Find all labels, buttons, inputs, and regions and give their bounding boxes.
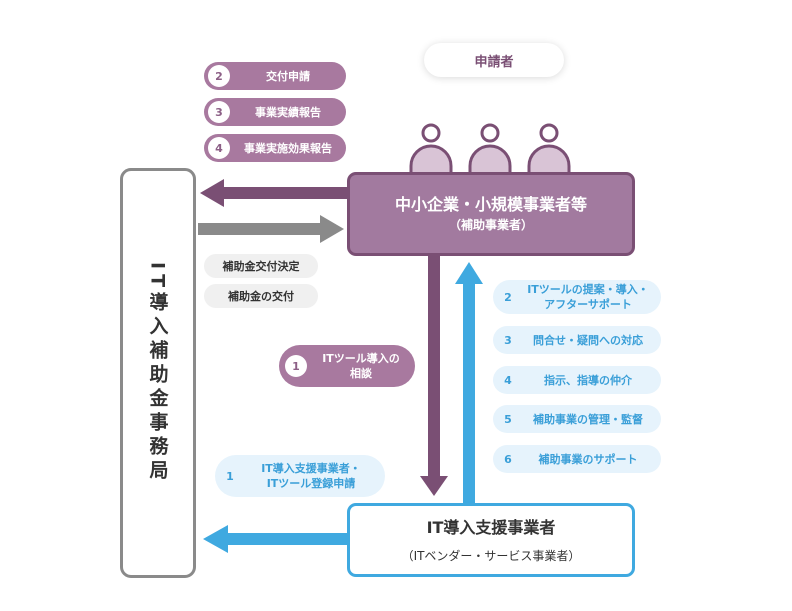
it-vendor-box: IT導入支援事業者 （ITベンダー・サービス事業者） bbox=[347, 503, 635, 577]
step-label: 指示、指導の仲介 bbox=[544, 373, 632, 387]
sme-subtitle: （補助事業者） bbox=[448, 218, 533, 232]
applicant-label: 申請者 bbox=[424, 43, 564, 77]
sme-box: 中小企業・小規模事業者等 （補助事業者） bbox=[347, 172, 635, 256]
arrow-sme-to-office bbox=[200, 179, 347, 207]
step-pill-consultation: 1 ITツール導入の 相談 bbox=[279, 345, 415, 387]
step-pill-result-report: 3 事業実績報告 bbox=[204, 98, 346, 126]
step-label: 問合せ・疑問への対応 bbox=[533, 333, 643, 347]
step-pill-support: 6 補助事業のサポート bbox=[493, 445, 661, 473]
office-label: IT導入補助金事務局 bbox=[146, 261, 169, 485]
step-label: 事業実績報告 bbox=[255, 105, 321, 119]
step-pill-mediation: 4 指示、指導の仲介 bbox=[493, 366, 661, 394]
step-number: 2 bbox=[504, 290, 512, 304]
step-pill-application: 2 交付申請 bbox=[204, 62, 346, 90]
step-label: 事業実施効果報告 bbox=[244, 141, 332, 155]
step-number: 5 bbox=[504, 412, 512, 426]
person-icon bbox=[527, 123, 571, 172]
step-number: 3 bbox=[504, 333, 512, 347]
arrow-vendor-to-office bbox=[203, 525, 347, 553]
step-pill-effect-report: 4 事業実施効果報告 bbox=[204, 134, 346, 162]
arrow-office-to-sme bbox=[198, 215, 344, 243]
person-icon bbox=[468, 123, 512, 172]
step-number: 2 bbox=[208, 65, 230, 87]
arrow-vendor-to-sme bbox=[455, 262, 483, 503]
step-pill-management: 5 補助事業の管理・監督 bbox=[493, 405, 661, 433]
grant-decision-label: 補助金交付決定 bbox=[204, 254, 318, 278]
step-label: 補助事業の管理・監督 bbox=[533, 412, 643, 426]
step-label: ITツール導入の 相談 bbox=[322, 352, 400, 380]
step-pill-proposal: 2 ITツールの提案・導入・ アフターサポート bbox=[493, 280, 661, 314]
step-number: 4 bbox=[208, 137, 230, 159]
step-label: IT導入支援事業者・ ITツール登録申請 bbox=[261, 462, 361, 490]
step-label: 補助事業のサポート bbox=[538, 452, 638, 466]
step-pill-inquiry: 3 問合せ・疑問への対応 bbox=[493, 326, 661, 354]
grant-payment-label: 補助金の交付 bbox=[204, 284, 318, 308]
step-number: 1 bbox=[226, 469, 234, 483]
step-label: 交付申請 bbox=[266, 69, 310, 83]
step-number: 6 bbox=[504, 452, 512, 466]
step-pill-vendor-registration: 1 IT導入支援事業者・ ITツール登録申請 bbox=[215, 455, 385, 497]
step-label: ITツールの提案・導入・ アフターサポート bbox=[527, 283, 649, 311]
step-number: 1 bbox=[285, 355, 307, 377]
sme-title: 中小企業・小規模事業者等 bbox=[394, 195, 587, 214]
it-vendor-title: IT導入支援事業者 bbox=[426, 518, 556, 537]
step-number: 3 bbox=[208, 101, 230, 123]
it-vendor-subtitle: （ITベンダー・サービス事業者） bbox=[401, 549, 581, 563]
step-number: 4 bbox=[504, 373, 512, 387]
arrow-sme-to-vendor bbox=[420, 256, 448, 496]
person-icon bbox=[409, 123, 453, 172]
office-box: IT導入補助金事務局 bbox=[120, 168, 196, 578]
